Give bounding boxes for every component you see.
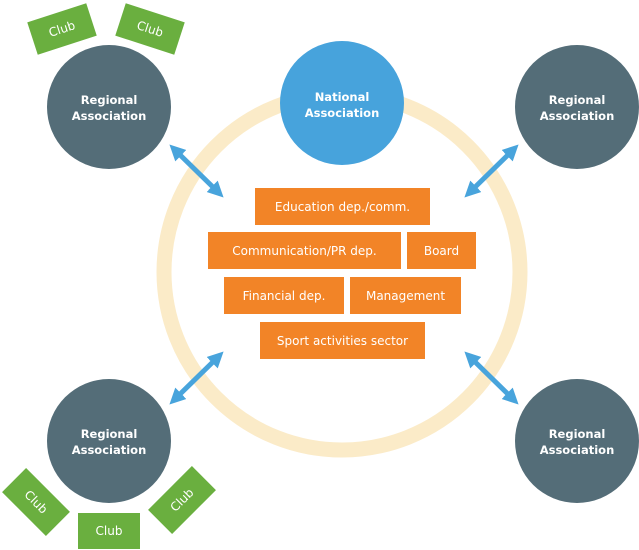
department-box xyxy=(407,232,476,269)
department-box xyxy=(224,277,344,314)
department-management[interactable]: Management xyxy=(350,277,461,314)
regional-association-circle xyxy=(515,45,639,169)
club-top-left-1[interactable]: Club xyxy=(27,3,97,55)
regional-association-label-line2: Association xyxy=(72,443,147,457)
department-label: Management xyxy=(366,289,445,303)
regional-association-circle xyxy=(47,379,171,503)
department-board[interactable]: Board xyxy=(407,232,476,269)
regional-association-label-line1: Regional xyxy=(81,427,138,441)
department-label: Sport activities sector xyxy=(277,334,408,348)
arrow-bottom-left xyxy=(169,351,224,405)
department-box xyxy=(260,322,425,359)
department-box xyxy=(350,277,461,314)
regional-association-label-line2: Association xyxy=(540,443,615,457)
regional-association-bottom-right[interactable]: Regional Association xyxy=(515,379,639,503)
department-label: Board xyxy=(424,244,459,258)
club-top-left-2[interactable]: Club xyxy=(115,3,185,55)
national-association-node[interactable]: National Association xyxy=(280,41,404,165)
department-communication[interactable]: Communication/PR dep. xyxy=(208,232,401,269)
club-box xyxy=(27,3,97,55)
connection-arrows xyxy=(169,144,519,405)
regional-association-circle xyxy=(515,379,639,503)
regional-association-top-right[interactable]: Regional Association xyxy=(515,45,639,169)
regional-association-label-line1: Regional xyxy=(549,427,606,441)
club-label: Club xyxy=(96,524,123,538)
club-bottom-left-2[interactable]: Club xyxy=(78,513,140,549)
department-label: Financial dep. xyxy=(243,289,326,303)
regional-association-circle xyxy=(47,45,171,169)
department-sport-activities[interactable]: Sport activities sector xyxy=(260,322,425,359)
club-box xyxy=(148,466,216,534)
department-financial[interactable]: Financial dep. xyxy=(224,277,344,314)
club-bottom-left-3[interactable]: Club xyxy=(148,466,216,534)
national-association-circle xyxy=(280,41,404,165)
arrow-bottom-right xyxy=(464,351,519,405)
club-box xyxy=(78,513,140,549)
club-box xyxy=(115,3,185,55)
department-box xyxy=(255,188,430,225)
department-education[interactable]: Education dep./comm. xyxy=(255,188,430,225)
regional-association-top-left[interactable]: Regional Association xyxy=(47,45,171,169)
regional-association-label-line2: Association xyxy=(540,109,615,123)
regional-association-bottom-left[interactable]: Regional Association xyxy=(47,379,171,503)
national-association-label-line2: Association xyxy=(305,106,380,120)
department-label: Education dep./comm. xyxy=(275,200,410,214)
department-box xyxy=(208,232,401,269)
arrow-top-left xyxy=(169,144,224,198)
club-box xyxy=(2,468,70,536)
arrow-top-right xyxy=(464,144,519,198)
department-label: Communication/PR dep. xyxy=(232,244,376,258)
club-bottom-left-1[interactable]: Club xyxy=(2,468,70,536)
regional-association-label-line1: Regional xyxy=(549,93,606,107)
regional-association-label-line2: Association xyxy=(72,109,147,123)
regional-association-label-line1: Regional xyxy=(81,93,138,107)
national-association-label-line1: National xyxy=(315,90,370,104)
